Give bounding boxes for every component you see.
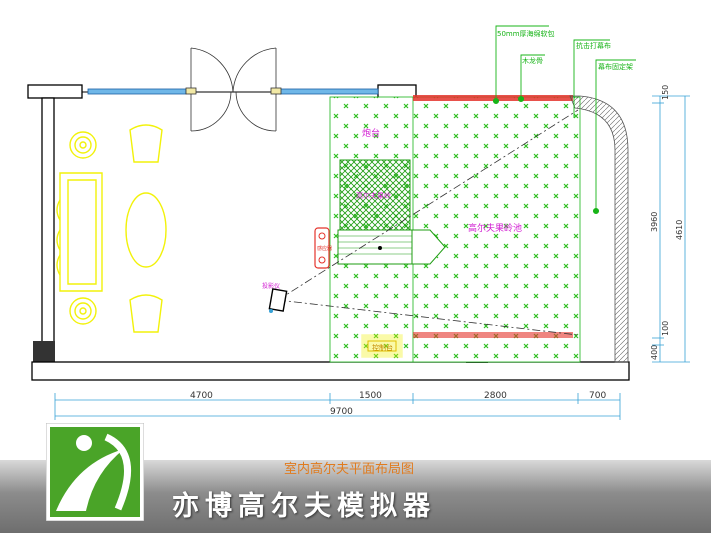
lounge-furniture [56,124,167,333]
brand-name: 亦博高尔夫模拟器 [172,491,436,522]
dim-bottom-1: 4700 [190,391,213,401]
dim-right-4: 400 [650,345,659,360]
label-area-putting: 高尔夫果岭 [356,191,391,200]
dim-bottom-2: 1500 [359,391,382,401]
projector [268,288,288,313]
dimension-lines [54,95,690,420]
leader-lines [492,25,636,215]
label-control: 控制台 [372,343,393,352]
control-console [361,334,403,358]
callout-screen: 抗击打幕布 [576,41,611,50]
label-area-green: 高尔夫果岭池 [468,222,522,234]
screen-frame [569,95,629,363]
plan-caption: 室内高尔夫平面布局图 [283,462,414,477]
callout-frame: 幕布固定架 [598,62,633,71]
sensor-device [314,227,330,269]
dim-right-total: 4610 [675,220,684,240]
label-area-tee: 炮台 [362,127,380,139]
dim-bottom-total: 9700 [330,407,353,417]
callout-keel: 木龙骨 [522,56,543,65]
double-door [185,47,282,132]
dim-bottom-4: 700 [589,391,606,401]
dim-right-1: 150 [661,85,670,100]
dim-right-2: 3960 [650,212,659,232]
putting-mat [337,159,446,265]
label-projector: 投影仪 [262,282,280,290]
dim-bottom-3: 2800 [484,391,507,401]
dim-right-3: 100 [661,321,670,336]
label-sensor: 感应器 [317,245,332,252]
brand-logo-icon [46,423,144,521]
trajectory-lines [277,109,579,336]
callout-sponge: 50mm厚海绵软包 [497,29,555,38]
